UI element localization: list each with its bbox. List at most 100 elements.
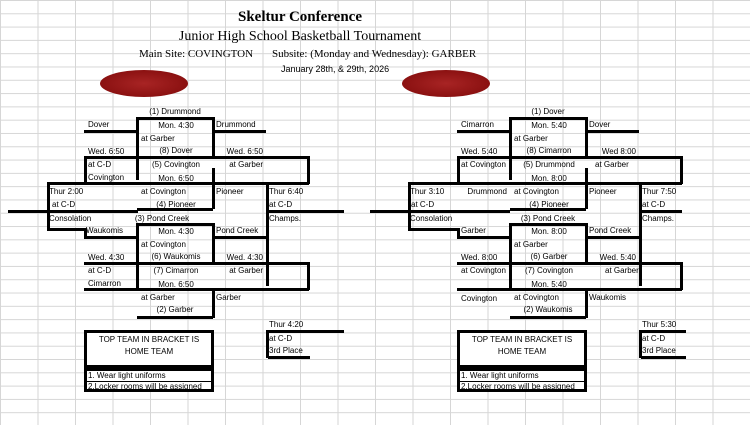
bracket-line: [457, 236, 510, 239]
home-team-note-line1: TOP TEAM IN BRACKET IS: [98, 335, 200, 344]
bracket-line: [510, 223, 586, 226]
bracket-line: [585, 117, 588, 158]
bracket-line: [137, 223, 213, 226]
bracket-line: [457, 288, 682, 291]
winner-pioneer: Pioneer: [589, 187, 617, 196]
bracket-line: [268, 356, 310, 359]
team-covington: Covington: [461, 294, 498, 303]
bracket-line: [586, 236, 639, 239]
game-time: Mon. 4:30: [158, 121, 194, 130]
conference-logo-oval-left: [100, 70, 188, 97]
winner-pond-creek: Pond Creek: [216, 226, 259, 235]
site-label: at C-D: [52, 200, 76, 209]
bracket-line: [136, 223, 139, 289]
site-label: at Covington: [514, 187, 559, 196]
game-time: Wed. 8:00: [461, 253, 498, 262]
bracket-line: [47, 228, 86, 231]
note-divider: [460, 381, 584, 382]
conference-logo-oval-right: [402, 70, 490, 97]
site-label: at Garber: [605, 266, 639, 275]
team-cimarron: Cimarron: [461, 120, 494, 129]
seed-6: (6) Waukomis: [151, 252, 201, 261]
bracket-line: [641, 356, 686, 359]
seed-3: (3) Pond Creek: [134, 214, 190, 223]
site-label: at C-D: [88, 160, 112, 169]
bracket-line: [680, 262, 683, 290]
site-label: at Garber: [514, 134, 548, 143]
bracket-line: [268, 330, 344, 333]
bracket-line: [457, 156, 460, 184]
game-time: Thur 2:00: [49, 187, 84, 196]
bracket-line: [457, 130, 510, 133]
seed-2: (2) Waukomis: [523, 305, 573, 314]
game-time: Thur 7:50: [642, 187, 677, 196]
bracket-line: [586, 182, 682, 185]
bracket-line: [680, 156, 683, 184]
bracket-line: [213, 236, 266, 239]
game-time: Wed 8:00: [601, 147, 636, 156]
winner-pioneer: Pioneer: [216, 187, 244, 196]
site-label: at Garber: [229, 266, 263, 275]
main-site: Main Site: COVINGTON: [139, 48, 254, 60]
bracket-line: [212, 117, 215, 158]
bracket-line: [510, 316, 586, 319]
seed-7: (7) Covington: [524, 266, 574, 275]
third-place-label: 3rd Place: [269, 346, 303, 355]
bracket-line: [8, 210, 138, 213]
bracket-line: [137, 156, 213, 159]
site-label: at Covington: [141, 240, 186, 249]
bracket-line: [84, 156, 87, 184]
game-time: Thur 5:30: [642, 320, 677, 329]
site-label: at Garber: [514, 240, 548, 249]
bracket-line: [639, 330, 642, 358]
bracket-line: [408, 182, 411, 230]
bracket-line: [47, 182, 50, 230]
rule-1: 1. Wear light uniforms: [88, 371, 166, 380]
site-label: at Garber: [229, 160, 263, 169]
site-label: at C-D: [411, 200, 435, 209]
home-team-note-line2: HOME TEAM: [124, 347, 174, 356]
team-drummond: Drummond: [467, 187, 507, 196]
game-time: Thur 3:10: [410, 187, 445, 196]
rules-note-box: [457, 368, 587, 392]
bracket-line: [212, 288, 215, 318]
seed-6: (6) Garber: [530, 252, 568, 261]
game-time: Wed. 5:40: [461, 147, 498, 156]
game-time: Mon. 8:00: [531, 227, 567, 236]
page-subtitle: Junior High School Basketball Tournament: [178, 29, 422, 44]
bracket-line: [47, 182, 86, 185]
bracket-line: [212, 223, 215, 264]
home-team-note-box: [457, 330, 587, 368]
site-label: at C-D: [269, 334, 293, 343]
bracket-line: [457, 156, 510, 159]
bracket-line: [137, 117, 213, 120]
game-time: Mon. 5:40: [531, 121, 567, 130]
bracket-line: [307, 262, 310, 290]
bracket-line: [586, 156, 682, 159]
bracket-line: [213, 182, 309, 185]
bracket-line: [84, 130, 137, 133]
seed-2: (2) Garber: [156, 305, 194, 314]
bracket-line: [213, 130, 266, 133]
bracket-line: [586, 262, 682, 265]
note-divider: [87, 381, 211, 382]
bracket-line: [212, 168, 215, 209]
seed-8: (8) Cimarron: [526, 146, 572, 155]
game-time: Wed. 6:50: [88, 147, 125, 156]
rules-note-box: [84, 368, 214, 392]
game-time: Mon. 8:00: [531, 174, 567, 183]
seed-4: (4) Pioneer: [156, 200, 196, 209]
bracket-line: [137, 316, 213, 319]
bracket-line: [213, 262, 309, 265]
bracket-line: [457, 262, 510, 265]
bracket-line: [509, 223, 512, 289]
game-time: Wed. 4:30: [226, 253, 263, 262]
bracket-line: [457, 228, 460, 238]
game-time: Wed. 6:50: [226, 147, 263, 156]
bracket-line: [639, 182, 642, 286]
seed-1: (1) Drummond: [149, 107, 201, 116]
bracket-line: [266, 330, 269, 358]
bracket-line: [585, 168, 588, 209]
bracket-line: [585, 223, 588, 264]
seed-4: (4) Pioneer: [529, 200, 569, 209]
